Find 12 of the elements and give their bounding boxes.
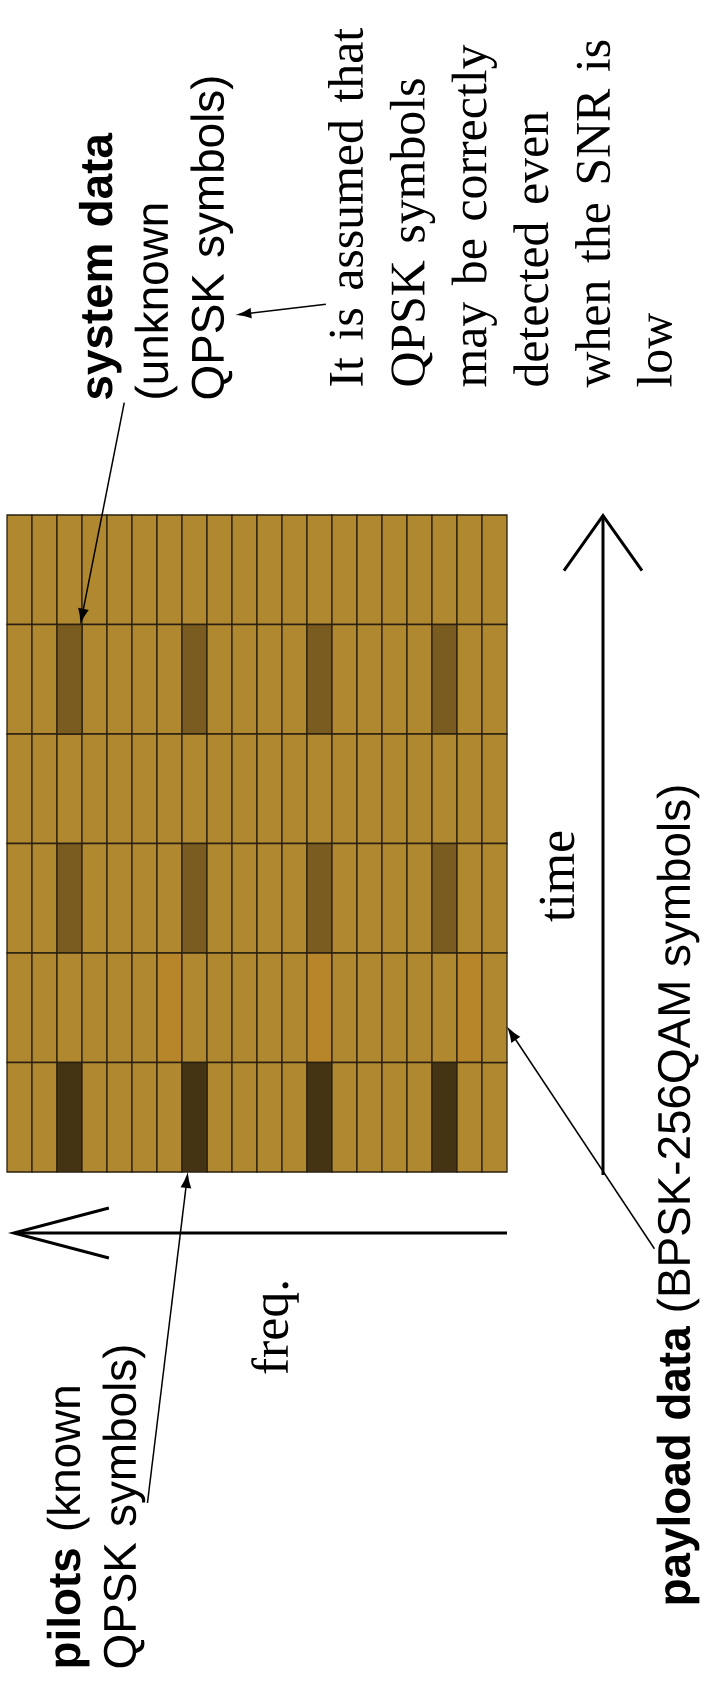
arrow [237, 303, 327, 319]
callout-text: system data (unknown QPSK symbols) [78, 77, 234, 399]
leader-line [146, 1174, 191, 1504]
grid-cell [56, 623, 83, 735]
axis-label: freq. [251, 1282, 299, 1374]
grid-cell [181, 1061, 208, 1173]
note-text: It is assumed that QPSK symbols may be correctly detected even when the SNR is low [328, 28, 672, 388]
leader-line [78, 401, 125, 622]
axis-label: time [539, 831, 575, 922]
grid-cell [481, 952, 508, 1064]
callout-text: payload data (BPSK-256QAM symbols) [656, 786, 700, 1604]
leader-line [508, 1028, 656, 1250]
